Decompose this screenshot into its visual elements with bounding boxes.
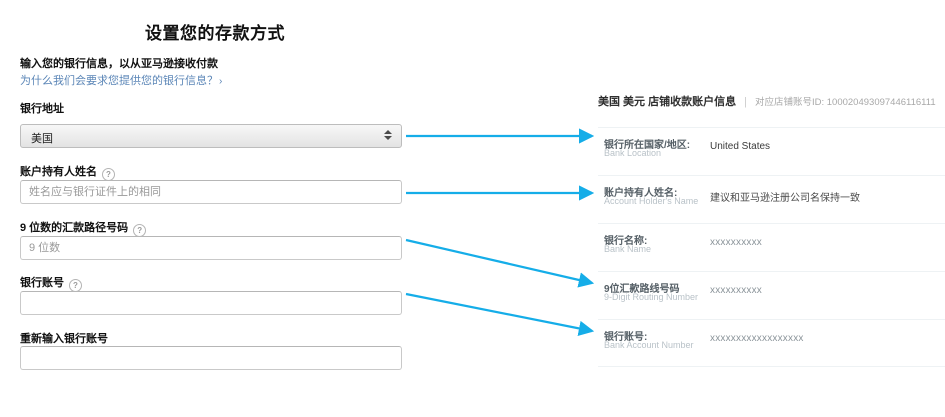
why-bank-info-link-label: 为什么我们会要求您提供您的银行信息？ [20,75,218,87]
info-row-bank-location-value: United States [710,141,771,152]
info-row-bank-name: 银行名称: Bank Name xxxxxxxxxx [598,223,945,272]
bank-account-number-confirm-input[interactable] [20,346,402,370]
chevron-right-icon: › [219,76,223,87]
info-panel-header-separator: | [744,96,747,108]
info-row-routing-number-label-en: 9-Digit Routing Number [604,292,699,302]
bank-account-number-input[interactable] [20,291,402,315]
intro-instruction: 输入您的银行信息，以从亚马逊接收付款 [20,58,218,70]
info-row-account-holder-name-value: 建议和亚马逊注册公司名保持一致 [710,193,860,204]
info-panel-bottom-divider [598,366,945,367]
help-icon-routing-number[interactable]: ? [133,224,147,237]
label-bank-account-number-confirm-text: 重新输入银行账号 [20,333,108,345]
deposit-method-form-pane: 设置您的存款方式 输入您的银行信息，以从亚马逊接收付款 为什么我们会要求您提供您… [20,24,402,370]
info-row-bank-location-label-cn: 银行所在国家/地区: [604,140,691,151]
info-row-bank-account-number: 银行账号: Bank Account Number xxxxxxxxxxxxxx… [598,319,945,368]
info-row-routing-number-value: xxxxxxxxxx [710,285,762,296]
account-info-pane: 美国 美元 店铺收款账户信息 | 对应店铺账号ID: 100020493097446… [598,0,945,417]
label-account-holder-name: 账户持有人姓名? [20,163,115,181]
info-row-bank-location-label-en: Bank Location [604,148,662,158]
info-row-bank-account-number-label-en: Bank Account Number [604,340,694,350]
info-row-bank-account-number-label-cn: 银行账号: [604,332,648,343]
bank-location-select[interactable]: 美国 [20,124,402,148]
page-title: 设置您的存款方式 [145,24,285,43]
info-panel-header-account-id: 对应店铺账号ID: 100020493097446116111 [754,97,936,108]
info-panel-header: 美国 美元 店铺收款账户信息 | 对应店铺账号ID: 100020493097446… [598,92,936,110]
bank-location-select-value: 美国 [31,133,53,145]
info-row-bank-account-number-value: xxxxxxxxxxxxxxxxxx [710,333,804,344]
info-row-bank-name-label-en: Bank Name [604,244,652,254]
info-row-bank-name-label-cn: 银行名称: [604,236,648,247]
info-row-routing-number: 9位汇款路线号码 9-Digit Routing Number xxxxxxxx… [598,271,945,320]
info-row-account-holder-name-label-en: Account Holder's Name [604,196,699,206]
info-row-account-holder-name-label-cn: 账户持有人姓名: [604,188,678,199]
info-panel-header-title: 美国 美元 店铺收款账户信息 [598,96,737,108]
label-routing-number: 9 位数的汇款路径号码? [20,219,147,237]
label-bank-account-number-text: 银行账号 [20,277,64,289]
info-row-bank-name-value: xxxxxxxxxx [710,237,762,248]
info-row-routing-number-label-cn: 9位汇款路线号码 [604,284,680,295]
label-routing-number-text: 9 位数的汇款路径号码 [20,222,129,234]
label-bank-location-text: 银行地址 [20,103,64,115]
select-updown-arrows-icon [384,130,392,144]
label-account-holder-name-text: 账户持有人姓名 [20,166,97,178]
routing-number-input[interactable] [20,236,402,260]
label-bank-account-number: 银行账号? [20,274,82,292]
info-row-bank-location: 银行所在国家/地区: Bank Location United States [598,127,945,176]
account-holder-name-input[interactable] [20,180,402,204]
why-bank-info-link[interactable]: 为什么我们会要求您提供您的银行信息？› [20,72,222,88]
info-row-account-holder-name: 账户持有人姓名: Account Holder's Name 建议和亚马逊注册公… [598,175,945,224]
label-bank-location: 银行地址 [20,100,64,116]
label-bank-account-number-confirm: 重新输入银行账号 [20,330,108,346]
